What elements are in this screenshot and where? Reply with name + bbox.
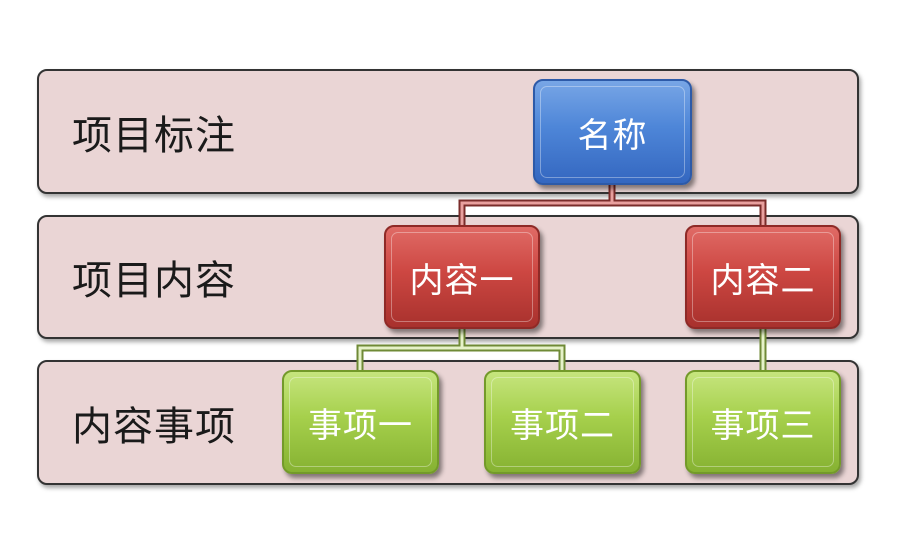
node-root-name[interactable]: 名称 (533, 79, 692, 185)
node-item-two[interactable]: 事项二 (484, 370, 641, 474)
node-content-one-label: 内容一 (409, 260, 515, 301)
row-band-labels: 项目标注 (37, 69, 859, 194)
node-item-one[interactable]: 事项一 (282, 370, 439, 474)
row-label-item-annotation: 项目标注 (72, 112, 236, 159)
row-label-item-content: 项目内容 (72, 258, 236, 304)
node-content-one[interactable]: 内容一 (384, 225, 540, 329)
node-content-two-label: 内容二 (710, 260, 816, 301)
node-root-label: 名称 (577, 115, 648, 156)
node-item-three-label: 事项三 (710, 405, 816, 446)
row-label-content-items: 内容事项 (72, 403, 236, 450)
node-content-two[interactable]: 内容二 (685, 225, 841, 329)
node-item-one-label: 事项一 (308, 405, 413, 446)
node-item-two-label: 事项二 (510, 405, 615, 446)
node-item-three[interactable]: 事项三 (685, 370, 841, 474)
